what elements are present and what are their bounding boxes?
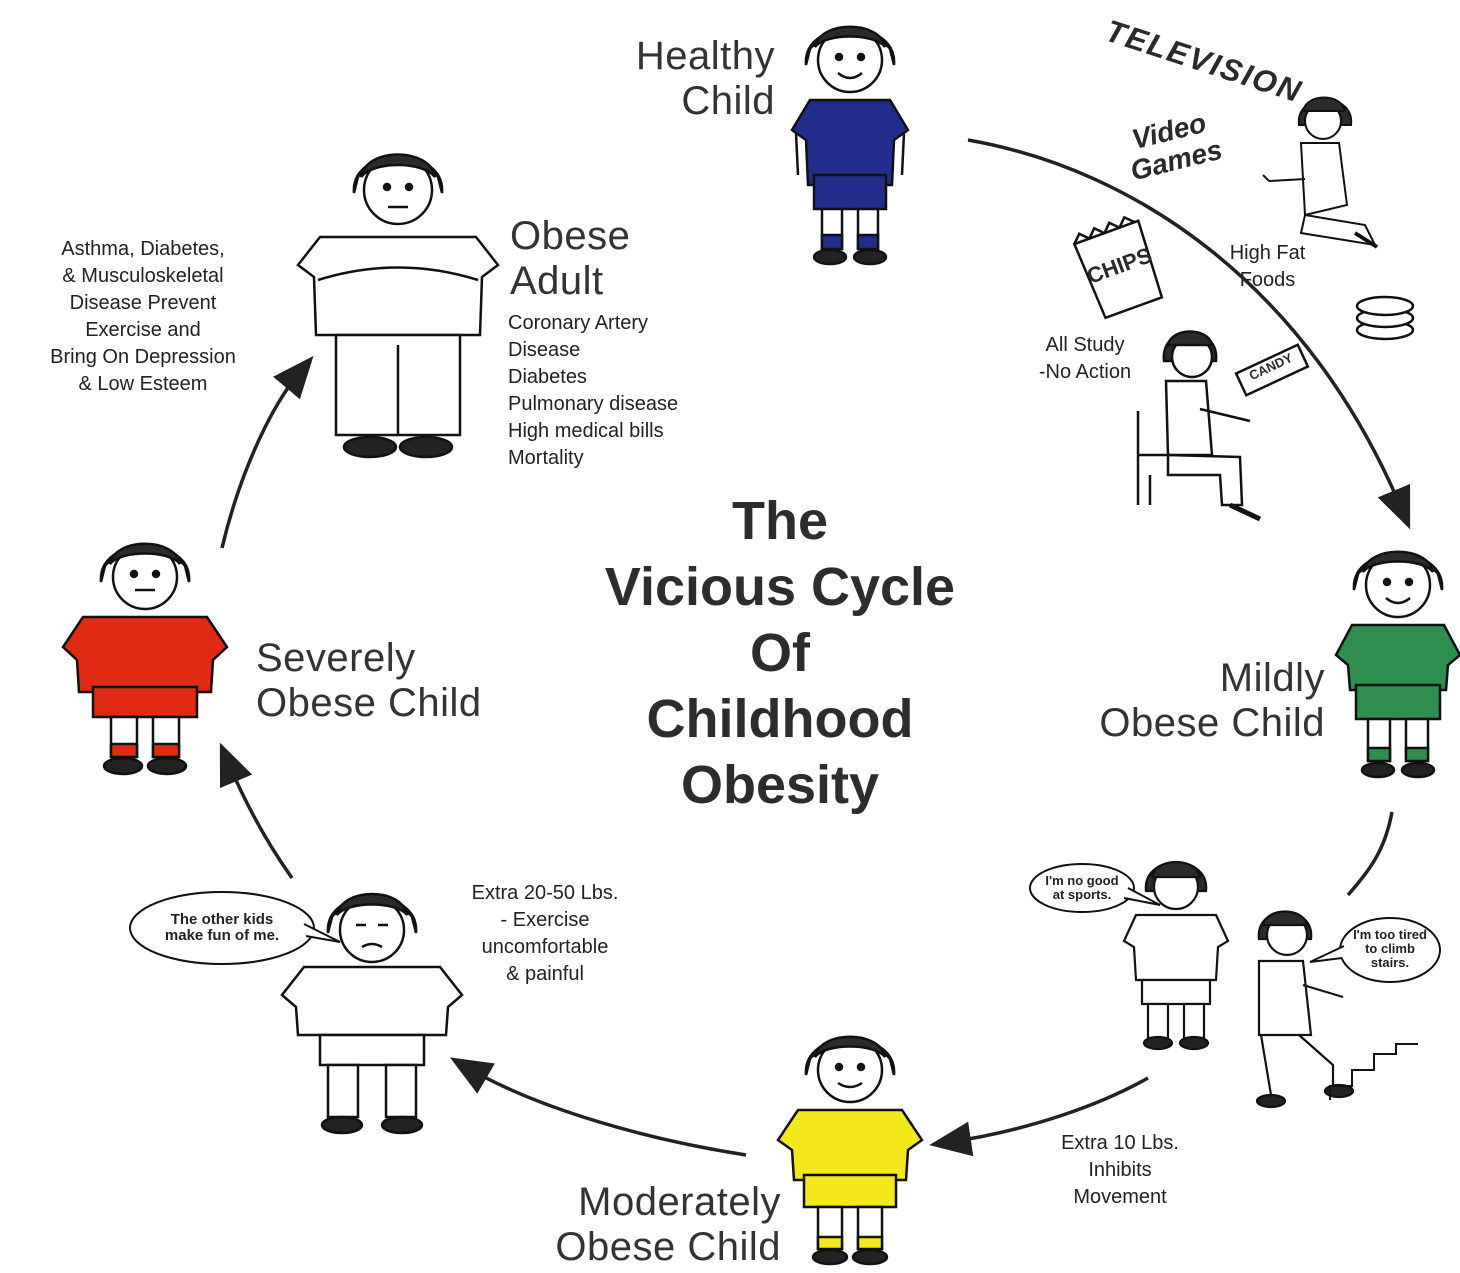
speech-bubble-shapes <box>129 863 1441 983</box>
studying-child-figure <box>1136 330 1262 522</box>
title-line-4: Childhood <box>646 689 914 749</box>
food-plates <box>1355 295 1415 341</box>
extra-10-note-text: Extra 10 Lbs. Inhibits Movement <box>1061 1132 1179 1208</box>
all-study-text: All Study -No Action <box>1038 334 1132 383</box>
healthy-child-label: Healthy Child <box>635 34 775 123</box>
cycle-arrows <box>219 138 1411 1157</box>
high-fat-foods-text: High Fat Foods <box>1229 242 1306 291</box>
no-good-child-figure <box>1122 861 1230 1051</box>
shirt <box>790 98 910 187</box>
title-line-3: Of <box>750 623 810 683</box>
adult-conditions-text: Coronary Artery Disease Diabetes Pulmona… <box>508 312 679 469</box>
tv-child-figure <box>1262 96 1379 249</box>
arrow-severe-to-adult <box>220 355 314 549</box>
arrow-mild-to-moderate <box>1346 811 1394 897</box>
diagram-title: The Vicious Cycle Of Childhood Obesity <box>540 488 1020 818</box>
title-line-1: The <box>731 491 828 551</box>
stairs-child-figure <box>1255 910 1355 1109</box>
obese-adult-label: Obese Adult <box>510 214 631 303</box>
bubble-no-good <box>1029 863 1135 913</box>
bubble-make-fun-text: The other kids make fun of me. <box>164 911 280 944</box>
healthy-child-figure <box>790 25 910 266</box>
candy-bar <box>1234 343 1310 397</box>
title-line-2: Vicious Cycle <box>604 557 956 617</box>
stairs <box>1329 1043 1418 1100</box>
moderate-child-figure <box>776 1035 924 1266</box>
extra-20-50-note-text: Extra 20-50 Lbs. - Exercise uncomfortabl… <box>471 882 619 985</box>
obese-adult-figure <box>296 153 500 459</box>
arrow-teased-to-severe <box>219 742 294 880</box>
arrow-moderate-to-teased <box>449 1057 747 1157</box>
shorts <box>812 173 888 211</box>
asthma-note-text: Asthma, Diabetes, & Musculoskeletal Dise… <box>50 238 236 395</box>
title-line-5: Obesity <box>680 755 880 815</box>
arrow-healthy-to-mild <box>967 138 1411 530</box>
teased-child-figure <box>280 892 464 1135</box>
arrow-to-moderate <box>929 1076 1149 1157</box>
mild-child-label: Mildly Obese Child <box>1099 656 1325 745</box>
chips-bag <box>1072 215 1164 320</box>
bubble-no-good-text: I'm no good at sports. <box>1045 873 1119 902</box>
mild-child-figure <box>1334 550 1460 779</box>
bubble-too-tired-text: I'm too tired to climb stairs. <box>1353 927 1427 970</box>
moderate-child-label: Moderately Obese Child <box>555 1180 781 1269</box>
severe-child-label: Severely Obese Child <box>256 636 482 725</box>
severe-child-figure <box>61 542 229 776</box>
